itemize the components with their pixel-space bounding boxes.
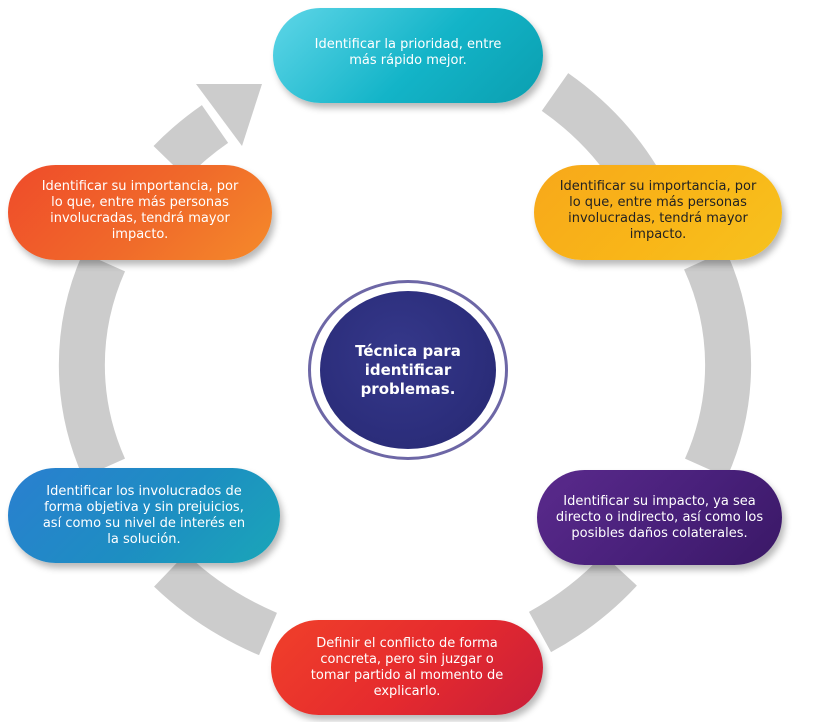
center-title-line: identificar [364,360,452,379]
cycle-segment-top-left [153,105,229,179]
step-line: impacto. [111,227,169,242]
step-line: lo que, entre más personas [569,195,747,210]
step-line: concreta, pero sin juzgar o [320,651,494,667]
step-line: impacto. [629,227,687,242]
cycle-arrowhead-icon [196,84,262,146]
step-line: directo o indirecto, así como los [555,509,764,525]
step-line: así como su nivel de interés en [42,515,246,531]
step-line: explicarlo. [373,683,441,699]
step-line: involucradas, tendrá mayor [568,211,748,226]
step-line: Identificar su impacto, ya sea [563,493,756,509]
cycle-segment-left [58,252,126,478]
step-line: involucradas, tendrá mayor [50,211,230,226]
step-line: Definir el conflicto de forma [316,635,498,651]
center-title: Técnica para identificar problemas. [320,291,496,449]
step-definir-conflicto: Definir el conflicto de forma concreta, … [271,620,543,715]
step-line: tomar partido al momento de [310,667,504,683]
step-line: más rápido mejor. [349,53,467,68]
step-line: Identificar su importancia, por [559,179,757,194]
center-title-line: Técnica para [355,341,461,360]
step-line: forma objetiva y sin prejuicios, [44,499,244,515]
step-impacto: Identificar su impacto, ya sea directo o… [537,470,782,565]
center-title-line: problemas. [360,379,456,398]
step-importancia-right: Identificar su importancia, por lo que, … [534,165,782,260]
step-line: posibles daños colaterales. [571,525,748,541]
step-line: la solución. [107,531,181,547]
cycle-segment-right [683,250,752,478]
step-line: Identificar su importancia, por [41,179,239,194]
step-line: Identificar la prioridad, entre [314,37,502,52]
cycle-segment-bottom-right [528,554,637,653]
cycle-segment-bottom-left [154,553,278,656]
step-prioridad: Identificar la prioridad, entre más rápi… [273,8,543,103]
center-circle: Técnica para identificar problemas. [308,280,508,460]
step-line: lo que, entre más personas [51,195,229,210]
step-involucrados: Identificar los involucrados de forma ob… [8,468,280,563]
step-importancia-left: Identificar su importancia, por lo que, … [8,165,272,260]
step-line: Identificar los involucrados de [46,483,242,499]
